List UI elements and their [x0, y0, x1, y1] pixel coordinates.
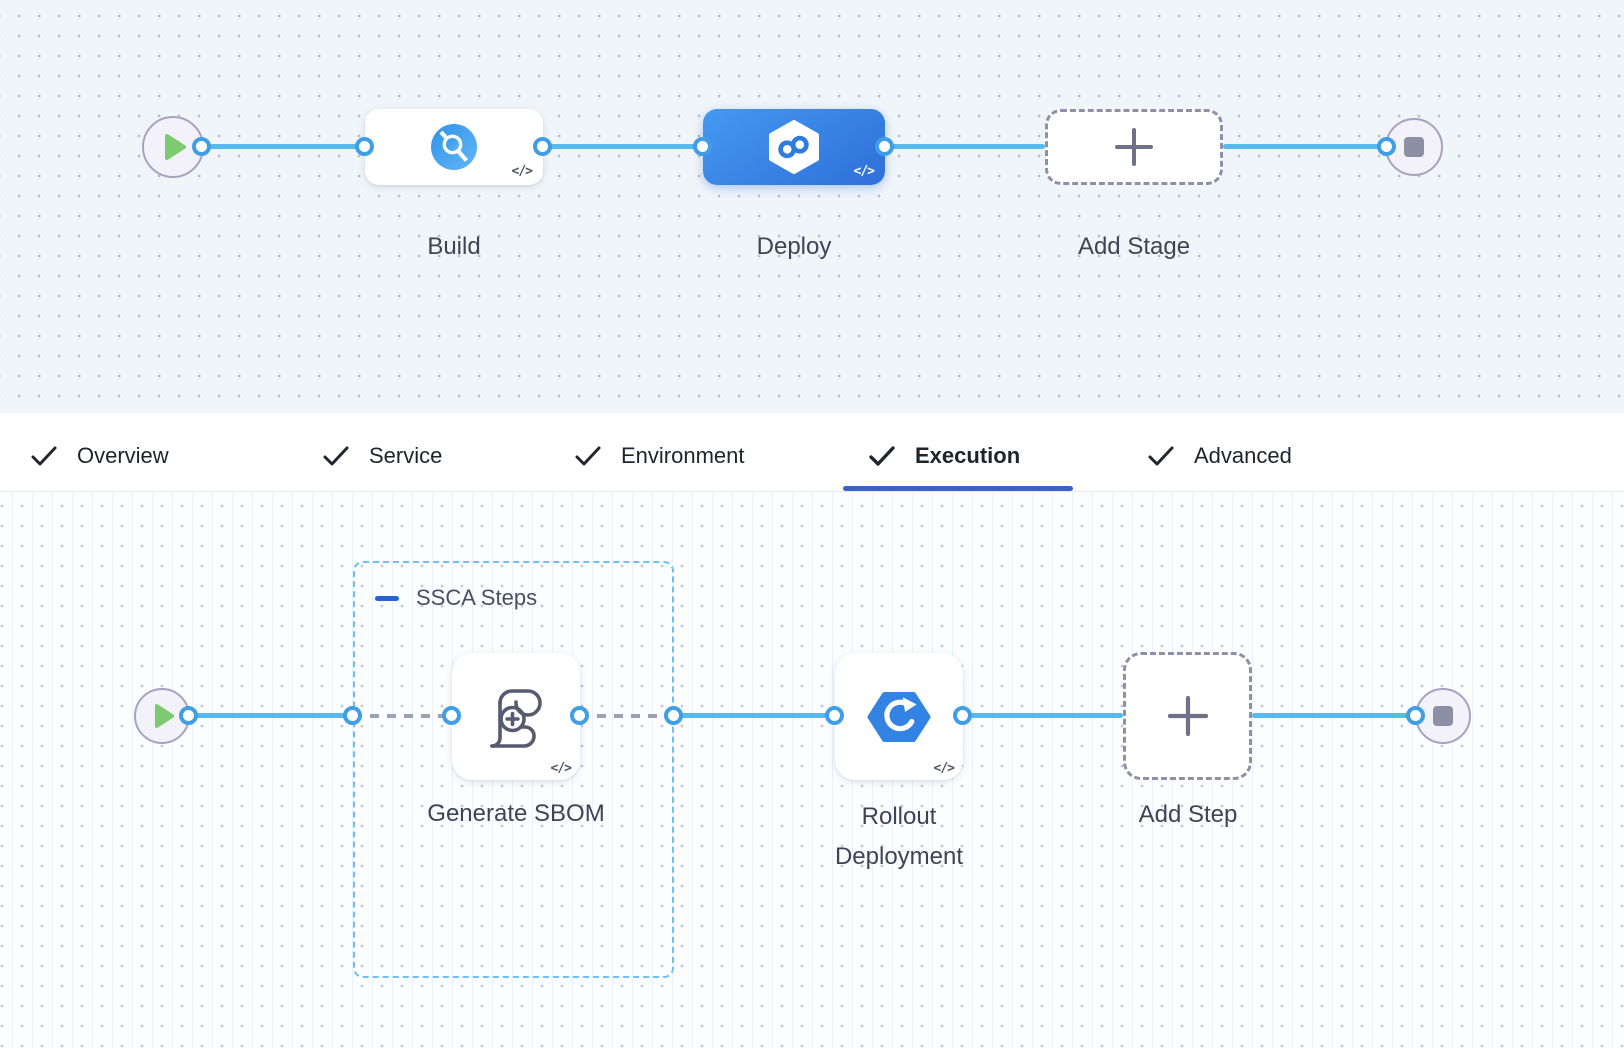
connector-port[interactable]: [570, 706, 589, 725]
plus-icon: [1167, 695, 1208, 737]
execution-canvas: [0, 492, 1624, 1048]
connector-line: [189, 713, 353, 718]
active-tab-indicator: [843, 486, 1073, 491]
connector-port[interactable]: [953, 706, 972, 725]
step-node-generate-sbom[interactable]: </>: [452, 653, 580, 780]
collapse-group-icon[interactable]: [375, 595, 399, 601]
check-icon: [1148, 446, 1174, 465]
stop-icon: [1433, 706, 1453, 726]
deploy-stage-icon: [769, 120, 819, 174]
tab-service[interactable]: Service: [322, 441, 442, 471]
stage-detail-tab-bar: [0, 413, 1624, 492]
check-icon: [31, 446, 57, 465]
connector-line: [543, 144, 703, 149]
tab-environment[interactable]: Environment: [574, 441, 745, 471]
connector-line: [1252, 713, 1416, 718]
add-step-button[interactable]: [1123, 652, 1252, 780]
rollout-deployment-icon: [867, 691, 931, 742]
check-icon: [869, 445, 895, 466]
stage-label-build: Build: [427, 233, 481, 260]
stage-label-deploy: Deploy: [756, 233, 832, 260]
tab-advanced[interactable]: Advanced: [1147, 441, 1292, 471]
connector-line: [1223, 144, 1387, 149]
stage-canvas: [0, 0, 1624, 413]
tab-label: Environment: [621, 443, 745, 468]
step-group-ssca: SSCA Steps: [353, 561, 674, 978]
connector-port[interactable]: [693, 137, 712, 156]
connector-port[interactable]: [875, 137, 894, 156]
stage-node-build[interactable]: </>: [365, 109, 543, 185]
connector-port[interactable]: [355, 137, 374, 156]
connector-port[interactable]: [1406, 706, 1425, 725]
tab-label: Service: [369, 443, 443, 468]
add-stage-button[interactable]: [1045, 109, 1223, 185]
connector-port[interactable]: [442, 706, 461, 725]
connector-port[interactable]: [533, 137, 552, 156]
check-icon: [323, 446, 349, 465]
connector-line: [202, 144, 365, 149]
step-label-generate-sbom: Generate SBOM: [427, 800, 605, 827]
code-badge-icon: </>: [933, 761, 956, 776]
connector-line-dashed: [580, 714, 674, 718]
connector-port[interactable]: [664, 706, 683, 725]
stop-icon: [1404, 137, 1424, 157]
connector-line: [885, 144, 1045, 149]
connector-line-dashed: [353, 714, 452, 718]
group-header: SSCA Steps: [375, 585, 537, 611]
tab-label: Advanced: [1194, 443, 1292, 468]
connector-port[interactable]: [825, 706, 844, 725]
connector-port[interactable]: [343, 706, 362, 725]
connector-port[interactable]: [179, 706, 198, 725]
tab-execution[interactable]: Execution: [868, 441, 1020, 471]
connector-port[interactable]: [1377, 137, 1396, 156]
sbom-scroll-icon: [490, 688, 542, 748]
step-label-add-step: Add Step: [1138, 801, 1238, 828]
plus-icon: [1115, 128, 1153, 166]
code-badge-icon: </>: [550, 761, 573, 776]
group-title: SSCA Steps: [416, 585, 538, 610]
stage-label-add-stage: Add Stage: [1077, 233, 1191, 260]
build-stage-icon: [431, 124, 477, 170]
step-node-rollout-deployment[interactable]: </>: [835, 653, 963, 780]
play-icon: [154, 704, 174, 728]
connector-line: [963, 713, 1123, 718]
play-icon: [165, 134, 186, 160]
stage-node-deploy[interactable]: </>: [703, 109, 885, 185]
check-icon: [575, 446, 601, 465]
step-label-rollout-deployment: Rollout Deployment: [834, 803, 964, 870]
tab-label: Overview: [77, 443, 169, 468]
code-badge-icon: </>: [853, 164, 876, 179]
code-badge-icon: </>: [511, 164, 534, 179]
connector-port[interactable]: [192, 137, 211, 156]
tab-label: Execution: [915, 443, 1021, 468]
connector-line: [674, 713, 835, 718]
tab-overview[interactable]: Overview: [30, 441, 169, 471]
